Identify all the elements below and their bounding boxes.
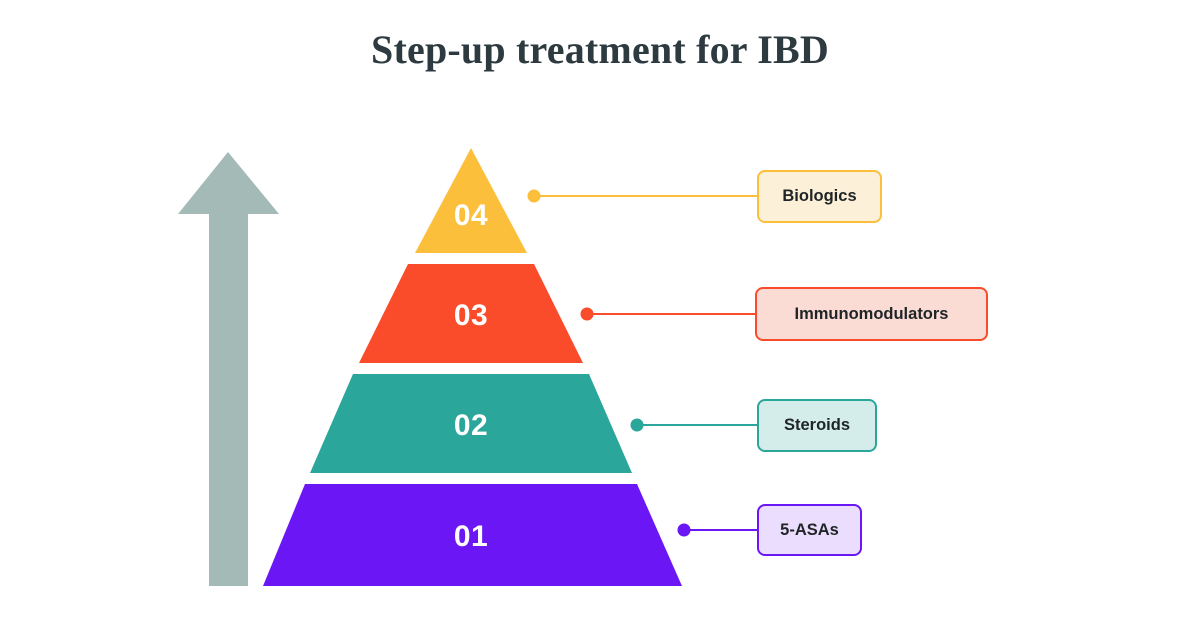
- callout-label-steroids: Steroids: [783, 416, 851, 434]
- connector-dot-steroids: [630, 418, 644, 432]
- pyramid-tier-04[interactable]: [415, 148, 527, 253]
- connector-line-immunomodulators: [584, 313, 756, 315]
- pyramid-tier-02[interactable]: [310, 374, 632, 473]
- callout-box-immunomodulators[interactable]: Immunomodulators: [755, 287, 988, 341]
- connector-dot-5asas: [677, 523, 691, 537]
- callout-label-5asas: 5-ASAs: [780, 520, 839, 539]
- connector-line-biologics: [531, 195, 758, 197]
- callout-box-steroids[interactable]: Steroids: [757, 399, 877, 452]
- connector-line-steroids: [634, 424, 759, 426]
- connector-line-5asas: [681, 529, 758, 531]
- arrow-shape: [178, 152, 279, 586]
- upward-arrow-icon: [178, 152, 279, 586]
- callout-label-biologics: Biologics: [782, 187, 857, 205]
- pyramid-tier-01[interactable]: [263, 484, 682, 586]
- page-title: Step-up treatment for IBD: [371, 27, 829, 72]
- connector-dot-biologics: [527, 189, 541, 203]
- callout-label-immunomodulators: Immunomodulators: [794, 304, 949, 323]
- callout-box-biologics[interactable]: Biologics: [757, 170, 882, 223]
- pyramid-tier-03[interactable]: [359, 264, 583, 363]
- callout-box-5asas[interactable]: 5-ASAs: [757, 504, 862, 556]
- connector-dot-immunomodulators: [580, 307, 594, 321]
